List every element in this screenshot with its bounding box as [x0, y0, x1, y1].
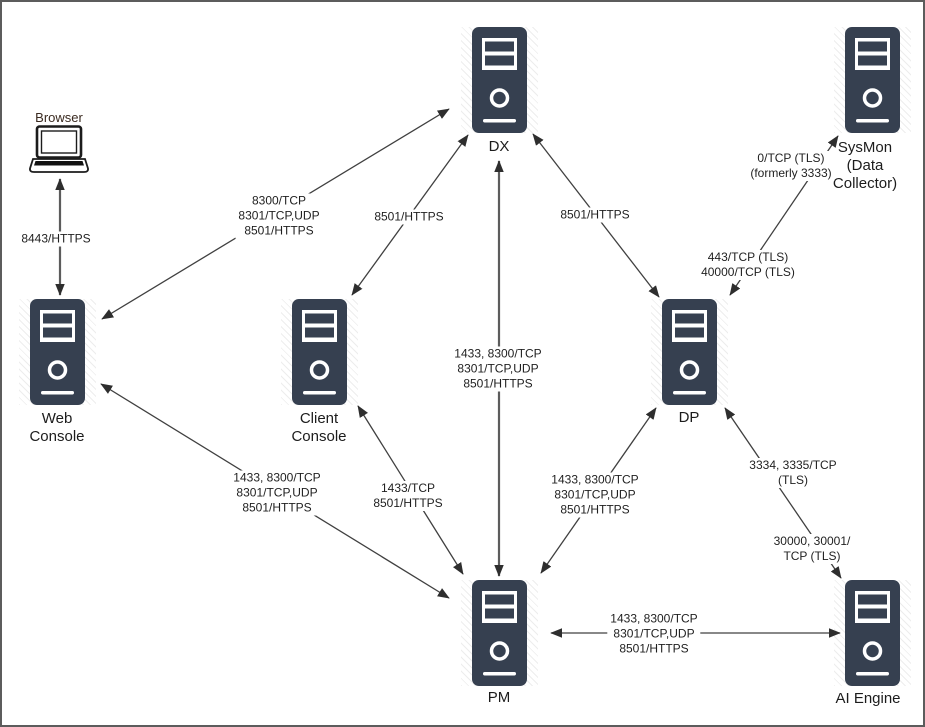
node-label-sysmon: SysMon (Data Collector): [833, 139, 897, 193]
node-label-line: DP: [678, 409, 700, 426]
server-icon-sysmon: [845, 27, 900, 133]
node-label-line: Collector): [832, 175, 898, 192]
edge-label-dp-ai-upper: 3334, 3335/TCP (TLS): [746, 458, 840, 488]
edge-label-line: 8501/HTTPS: [374, 209, 444, 224]
edge-label-dx-dp: 8501/HTTPS: [557, 207, 633, 223]
edge-label-dp-sysmon-lower: 443/TCP (TLS) 40000/TCP (TLS): [698, 250, 798, 280]
edge-label-client-console-dx: 8501/HTTPS: [371, 209, 447, 225]
server-icon-dx: [472, 27, 527, 133]
node-label-pm: PM: [488, 689, 511, 707]
edge-label-line: 8501/HTTPS: [619, 641, 689, 656]
edge-label-line: 0/TCP (TLS): [757, 151, 825, 165]
edge-label-line: 1433, 8300/TCP: [454, 346, 542, 361]
edge-label-line: 8301/TCP,UDP: [238, 208, 320, 223]
edge-label-web-console-dx: 8300/TCP 8301/TCP,UDP 8501/HTTPS: [235, 193, 323, 239]
edge-label-pm-ai-engine: 1433, 8300/TCP 8301/TCP,UDP 8501/HTTPS: [607, 611, 701, 657]
edge-label-line: 40000/TCP (TLS): [701, 265, 795, 279]
edge-label-line: 8301/TCP,UDP: [613, 626, 695, 641]
server-icon-pm: [472, 580, 527, 686]
server-icon-client-console: [292, 299, 347, 405]
edge-label-line: 8301/TCP,UDP: [236, 485, 318, 500]
edge-label-line: 8300/TCP: [251, 193, 307, 208]
edge-label-line: TCP (TLS): [783, 549, 841, 563]
edge-label-line: 8501/HTTPS: [560, 207, 630, 222]
edge-label-line: 8301/TCP,UDP: [554, 487, 636, 502]
edge-label-line: 8301/TCP,UDP: [457, 361, 539, 376]
node-label-line: AI Engine: [835, 690, 901, 707]
node-label-line: Console: [291, 428, 347, 445]
laptop-icon: [29, 125, 89, 173]
node-label-line: DX: [488, 138, 510, 155]
edge-label-browser-web-console: 8443/HTTPS: [18, 231, 94, 247]
node-label-dx: DX: [489, 138, 510, 156]
node-label-dp: DP: [679, 409, 700, 427]
edge-label-line: 8443/HTTPS: [21, 231, 91, 246]
server-icon-web-console: [30, 299, 85, 405]
edge-label-dp-sysmon-upper: 0/TCP (TLS) (formerly 3333): [747, 151, 835, 181]
edge-label-line: 8501/HTTPS: [242, 500, 312, 515]
edge-label-line: 3334, 3335/TCP: [749, 458, 837, 472]
node-label-line: SysMon: [837, 139, 893, 156]
edge-label-line: 30000, 30001/: [773, 534, 851, 548]
edge-label-dp-ai-lower: 30000, 30001/ TCP (TLS): [770, 534, 854, 564]
edge-label-dp-pm: 1433, 8300/TCP 8301/TCP,UDP 8501/HTTPS: [548, 472, 642, 518]
edge-label-line: (formerly 3333): [750, 166, 832, 180]
node-label-line: Web: [41, 410, 73, 427]
node-label-client-console: Client Console: [291, 410, 346, 446]
server-icon-dp: [662, 299, 717, 405]
server-icon-ai-engine: [845, 580, 900, 686]
edge-label-line: 8501/HTTPS: [463, 376, 533, 391]
node-label-line: Console: [29, 428, 85, 445]
edge-label-line: 1433, 8300/TCP: [551, 472, 639, 487]
node-label-ai-engine: AI Engine: [835, 690, 900, 708]
edge-label-line: 8501/HTTPS: [244, 223, 314, 238]
edge-label-line: 8501/HTTPS: [373, 496, 443, 510]
edge-label-line: 1433/TCP: [380, 481, 436, 495]
edge-label-dx-pm: 1433, 8300/TCP 8301/TCP,UDP 8501/HTTPS: [451, 346, 545, 392]
edge-label-line: 1433, 8300/TCP: [233, 470, 321, 485]
edge-label-client-console-pm: 1433/TCP 8501/HTTPS: [370, 481, 446, 511]
edge-label-web-console-pm: 1433, 8300/TCP 8301/TCP,UDP 8501/HTTPS: [230, 470, 324, 516]
edge-label-line: 8501/HTTPS: [560, 502, 630, 517]
node-label-line: Client: [299, 410, 339, 427]
edge-label-line: (TLS): [778, 473, 808, 487]
node-label-line: (Data: [846, 157, 884, 174]
node-label-line: Browser: [35, 110, 83, 125]
node-label-web-console: Web Console: [29, 410, 84, 446]
edge-label-line: 443/TCP (TLS): [707, 250, 789, 264]
node-label-line: PM: [487, 689, 511, 706]
node-label-browser: Browser: [35, 109, 83, 127]
edge-label-line: 1433, 8300/TCP: [610, 611, 698, 626]
